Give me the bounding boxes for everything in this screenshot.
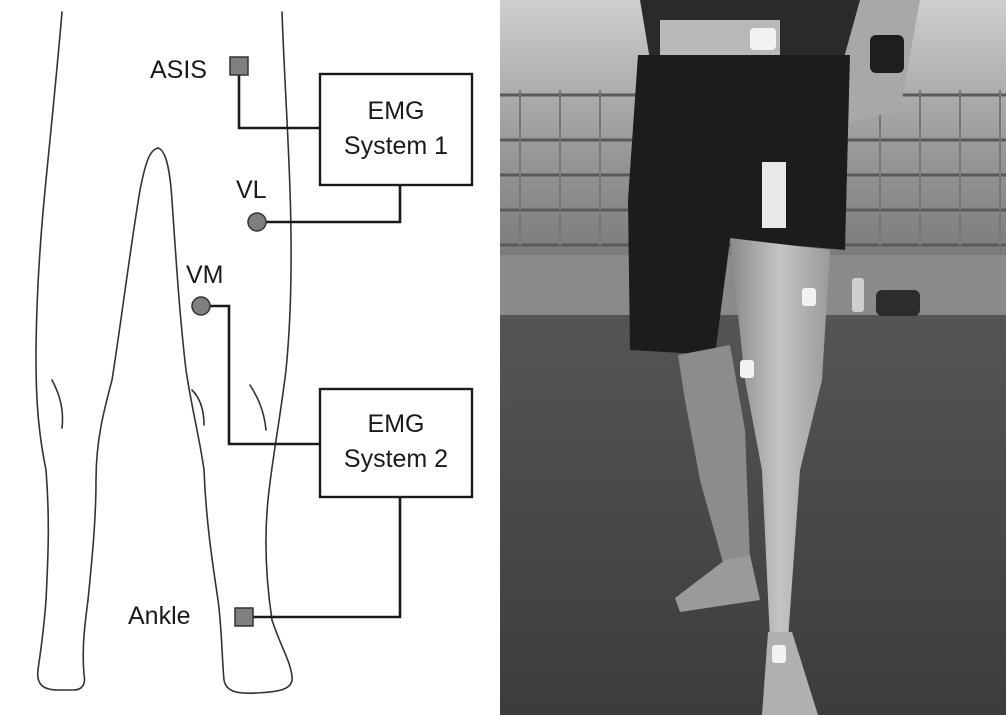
asis-ground-electrode: [230, 57, 248, 75]
cable-tape: [762, 162, 786, 228]
diagram-svg: EMG System 1 EMG System 2 ASIS VL VM Ank…: [0, 0, 500, 715]
emg-system-2-line2: System 2: [344, 445, 448, 473]
equipment-bag: [876, 290, 920, 316]
vl-electrode-photo: [802, 288, 816, 306]
emg-system-1-line2: System 1: [344, 132, 448, 160]
vl-electrode: [248, 213, 266, 231]
photo-svg: [500, 0, 1006, 715]
vm-electrode: [192, 297, 210, 315]
subject-photo: [500, 0, 1006, 715]
ankle-label: Ankle: [128, 602, 191, 630]
asis-label: ASIS: [150, 56, 207, 84]
emg-system-2-box: [320, 389, 472, 497]
wristwatch: [870, 35, 904, 73]
vm-electrode-photo: [740, 360, 754, 378]
emg-system-2-line1: EMG: [368, 410, 425, 438]
ankle-ground-electrode: [235, 608, 253, 626]
asis-electrode-photo: [750, 28, 776, 50]
vl-label: VL: [236, 176, 267, 204]
ankle-electrode-photo: [772, 645, 786, 663]
emg-system-1-box: [320, 74, 472, 185]
emg-system-1-line1: EMG: [368, 97, 425, 125]
vm-label: VM: [186, 261, 224, 289]
electrode-placement-diagram: EMG System 1 EMG System 2 ASIS VL VM Ank…: [0, 0, 500, 715]
water-bottle: [852, 278, 864, 312]
legs-outline: [36, 12, 292, 693]
